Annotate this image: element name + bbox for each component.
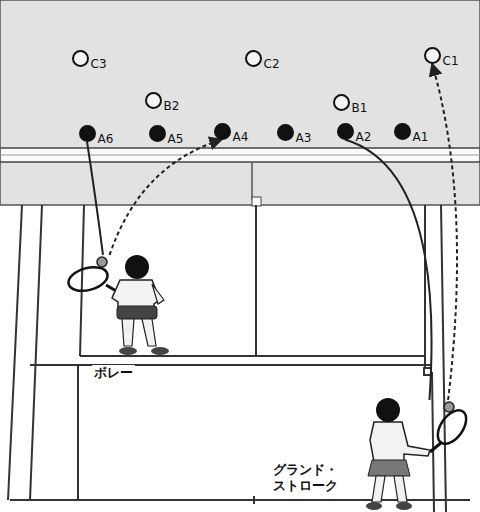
target-circle: B1 (333, 94, 350, 111)
target-circle: C2 (245, 50, 262, 67)
ball-path-dashed (110, 140, 222, 256)
target-label: C1 (443, 54, 459, 68)
player-area: ボレー (70, 255, 180, 385)
volley-player (66, 255, 169, 355)
target-label: A1 (413, 130, 429, 144)
target-label: C2 (264, 57, 280, 71)
target-a: A4 (214, 123, 231, 140)
wall-rail (0, 148, 480, 162)
target-circle: C1 (424, 47, 441, 64)
post (252, 197, 261, 206)
target-label: B2 (164, 99, 180, 113)
target-label: A5 (168, 132, 184, 146)
target-a: A2 (337, 123, 354, 140)
ground-stroke-player (366, 398, 472, 510)
target-circle: B2 (145, 92, 162, 109)
ball-path-dashed (432, 64, 457, 401)
target-label: A6 (98, 132, 114, 146)
target-circle: C3 (72, 50, 89, 67)
ball-path (87, 142, 103, 256)
target-a: A6 (79, 125, 96, 142)
target-label: C3 (91, 57, 107, 71)
player-area: グランド・ストローク (268, 400, 475, 500)
wall-divider (251, 162, 253, 200)
court-lines (8, 205, 470, 512)
wall (0, 0, 480, 205)
target-a: A1 (394, 123, 411, 140)
target-label: A4 (233, 130, 249, 144)
target-label: A3 (296, 131, 312, 145)
target-label: B1 (352, 101, 368, 115)
ball-path (345, 140, 432, 401)
player-label: ボレー (92, 365, 135, 381)
player-label: グランド・ストローク (270, 462, 340, 495)
target-a: A3 (277, 124, 294, 141)
target-a: A5 (149, 125, 166, 142)
target-label: A2 (356, 130, 372, 144)
rail-line (0, 155, 480, 156)
